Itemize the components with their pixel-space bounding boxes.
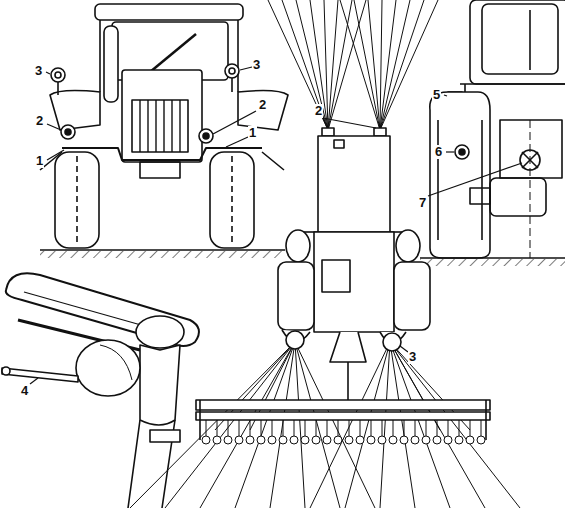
callout-number: 6 xyxy=(434,145,443,159)
callout-number: 1 xyxy=(35,154,44,168)
callout-number: 5 xyxy=(432,88,441,102)
callout-number: 7 xyxy=(418,196,427,210)
callout-number: 3 xyxy=(252,58,261,72)
callout-number: 2 xyxy=(258,98,267,112)
callout-number: 3 xyxy=(34,64,43,78)
callout-number: 4 xyxy=(20,384,29,398)
callout-number: 2 xyxy=(35,114,44,128)
callout-number: 2 xyxy=(314,104,323,118)
callout-number: 3 xyxy=(408,350,417,364)
callout-number: 1 xyxy=(248,126,257,140)
